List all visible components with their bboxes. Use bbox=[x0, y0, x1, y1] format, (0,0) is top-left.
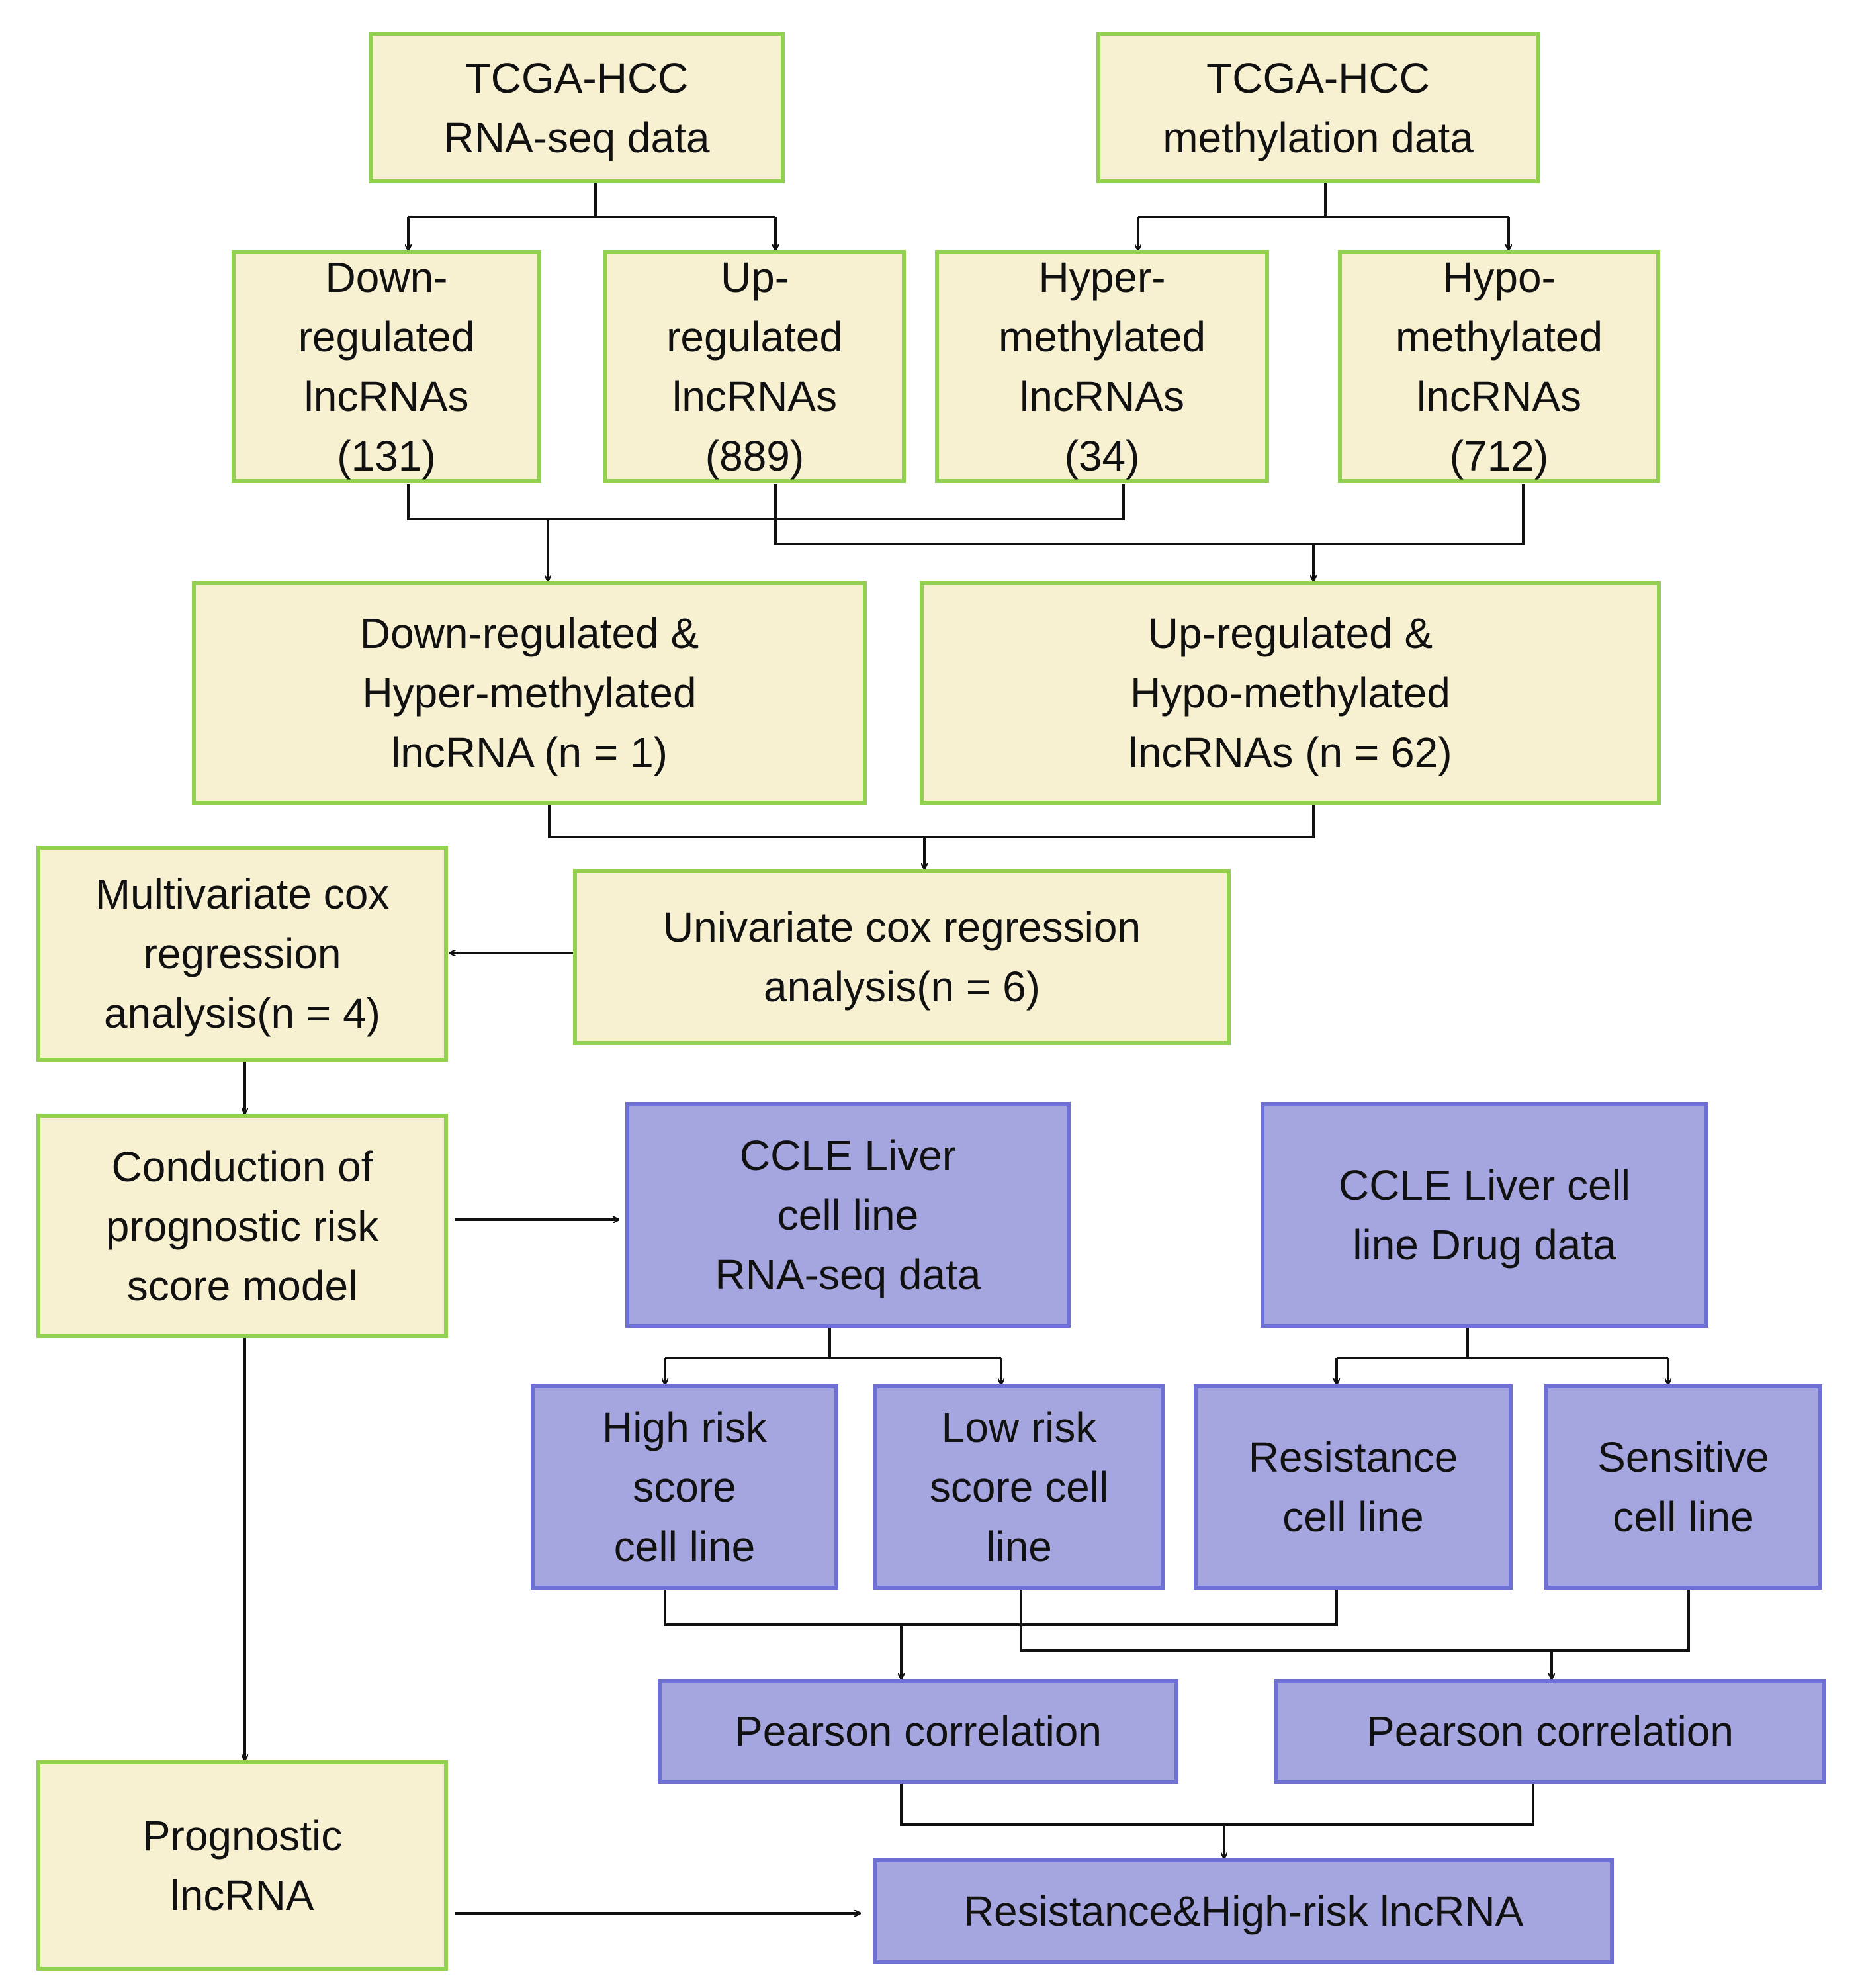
connector-up-hypo-merge bbox=[774, 484, 1525, 545]
connector-low-risk-sensitive bbox=[1020, 1590, 1690, 1652]
high-risk-cell-line-box: High risk score cell line bbox=[531, 1384, 838, 1590]
prognostic-lncrna-box: Prognostic lncRNA bbox=[36, 1760, 448, 1971]
hyper-methylated-box: Hyper- methylated lncRNAs (34) bbox=[935, 250, 1269, 483]
down-regulated-box: Down- regulated lncRNAs (131) bbox=[232, 250, 541, 483]
pearson-correlation-left-box: Pearson correlation bbox=[658, 1679, 1178, 1784]
sensitive-cell-line-box: Sensitive cell line bbox=[1544, 1384, 1822, 1590]
up-regulated-box: Up- regulated lncRNAs (889) bbox=[603, 250, 906, 483]
up-hypo-intersection-box: Up-regulated & Hypo-methylated lncRNAs (… bbox=[920, 581, 1661, 805]
low-risk-cell-line-box: Low risk score cell line bbox=[873, 1384, 1165, 1590]
tcga-rnaseq-box: TCGA-HCC RNA-seq data bbox=[369, 32, 785, 183]
down-hyper-intersection-box: Down-regulated & Hyper-methylated lncRNA… bbox=[192, 581, 867, 805]
ccle-drug-box: CCLE Liver cell line Drug data bbox=[1261, 1102, 1708, 1328]
connector-high-risk-resistance bbox=[664, 1590, 1338, 1626]
connector-down-hyper-merge bbox=[407, 484, 1125, 520]
resistance-high-risk-lncrna-box: Resistance&High-risk lncRNA bbox=[873, 1858, 1614, 1964]
multivariate-cox-box: Multivariate cox regression analysis(n =… bbox=[36, 846, 448, 1062]
pearson-correlation-right-box: Pearson correlation bbox=[1274, 1679, 1826, 1784]
connector-intersections-merge bbox=[548, 805, 1315, 838]
hypo-methylated-box: Hypo- methylated lncRNAs (712) bbox=[1338, 250, 1660, 483]
ccle-rnaseq-box: CCLE Liver cell line RNA-seq data bbox=[625, 1102, 1071, 1328]
risk-model-box: Conduction of prognostic risk score mode… bbox=[36, 1114, 448, 1338]
univariate-cox-box: Univariate cox regression analysis(n = 6… bbox=[573, 869, 1231, 1045]
resistance-cell-line-box: Resistance cell line bbox=[1194, 1384, 1513, 1590]
connector-pearson-merge bbox=[900, 1784, 1534, 1826]
tcga-methylation-box: TCGA-HCC methylation data bbox=[1096, 32, 1540, 183]
